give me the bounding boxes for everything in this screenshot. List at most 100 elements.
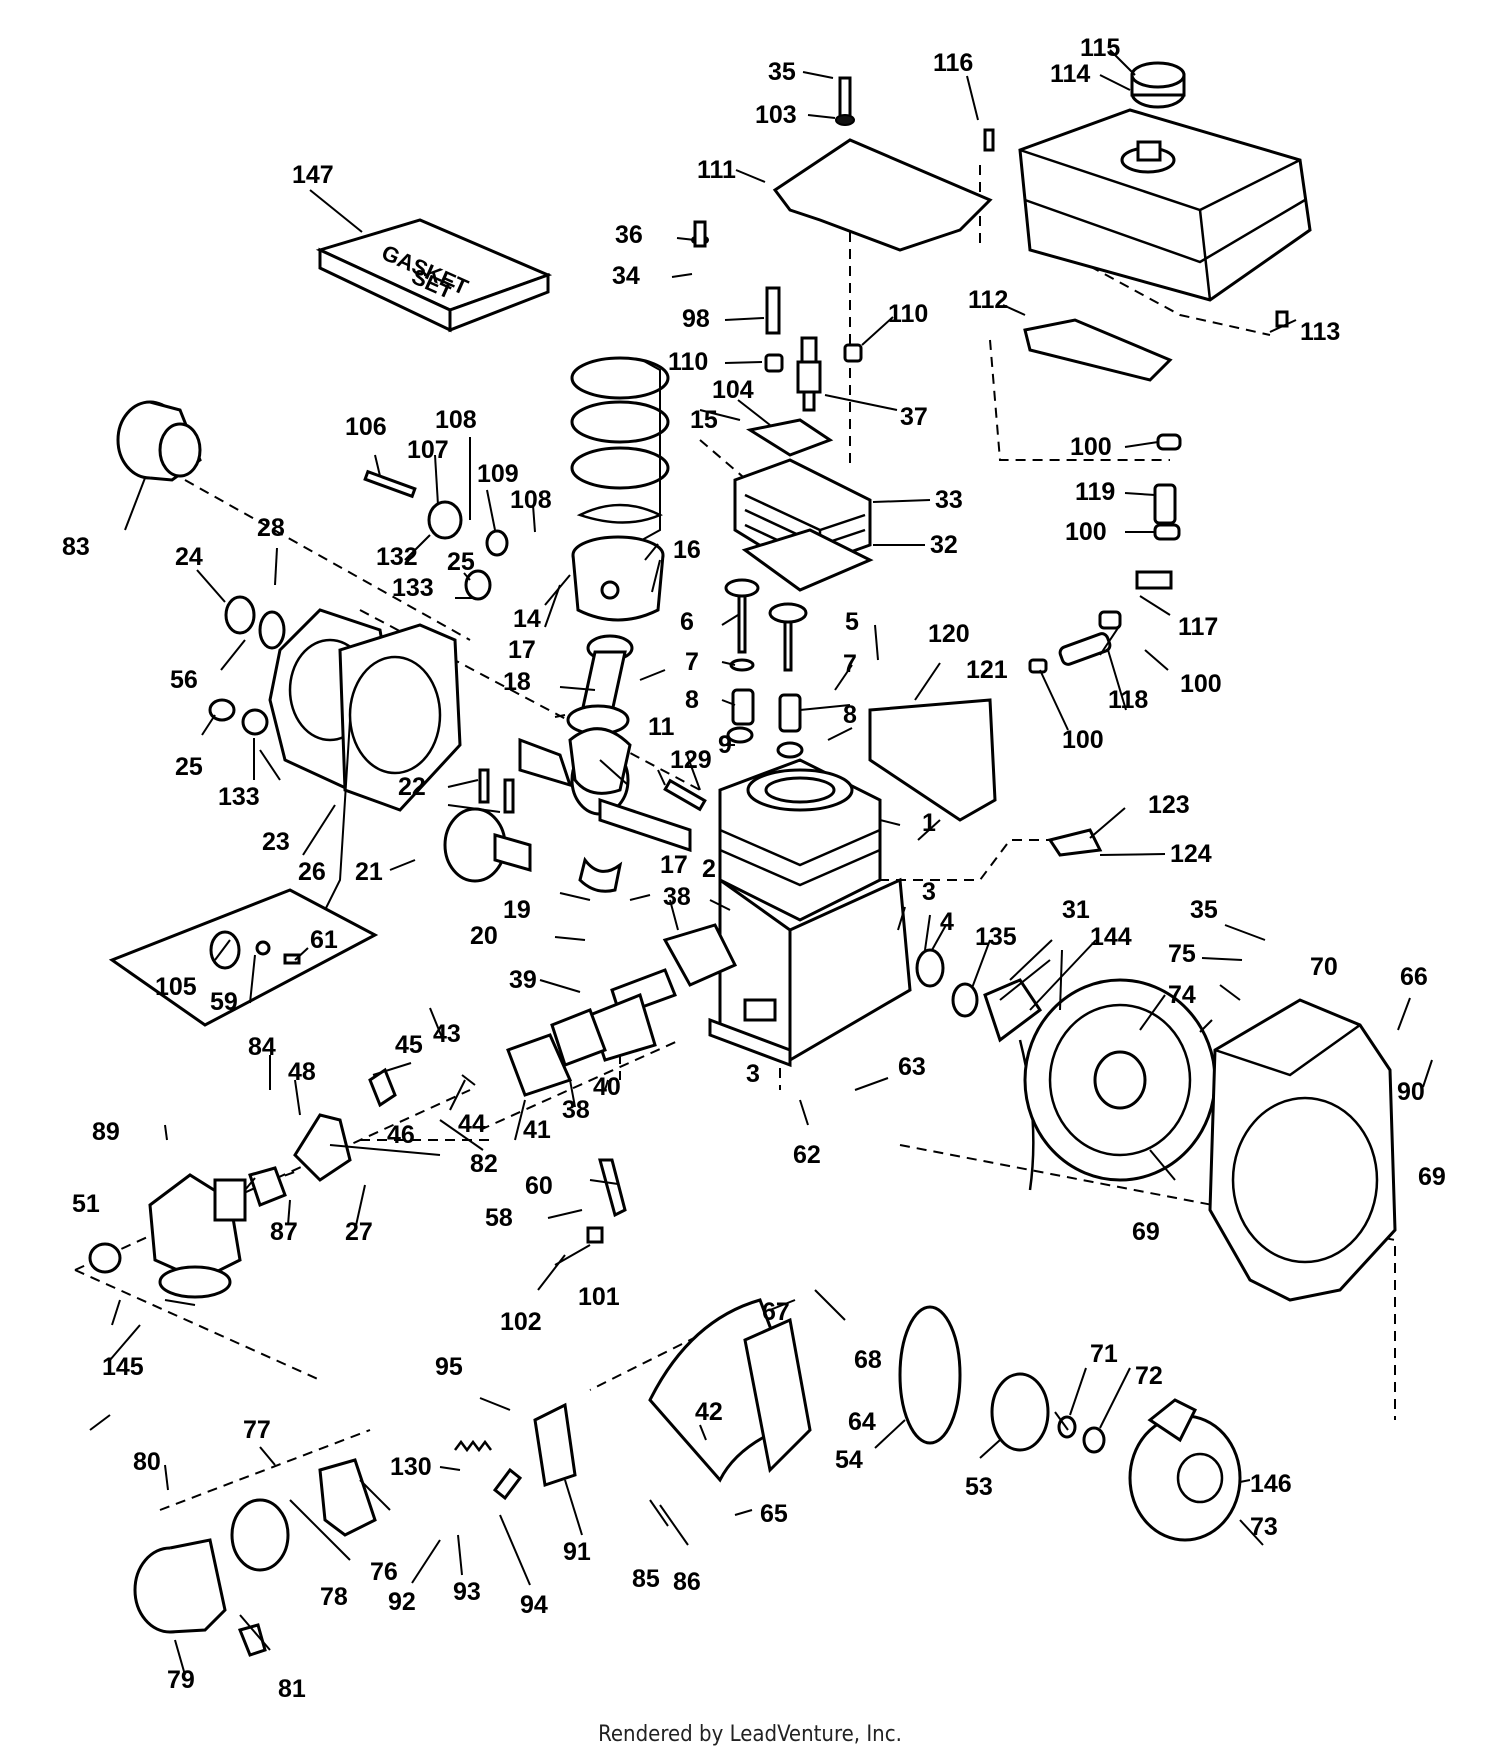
callout-130: 130 <box>390 1453 432 1481</box>
callout-8b: 8 <box>843 701 857 729</box>
lifter-a <box>478 768 490 804</box>
callout-145: 145 <box>102 1353 144 1381</box>
callout-70: 70 <box>1310 953 1338 981</box>
callout-101: 101 <box>578 1283 620 1311</box>
crankcase-cover <box>268 608 462 921</box>
callout-67: 67 <box>762 1298 790 1326</box>
callout-15: 15 <box>690 406 718 434</box>
callout-25a: 25 <box>175 753 203 781</box>
seal-56 <box>258 610 286 650</box>
plug-25 <box>208 698 236 722</box>
callout-27: 27 <box>345 1218 373 1246</box>
nut-72 <box>1082 1426 1106 1454</box>
gasket-38b <box>550 1008 607 1067</box>
clip-101 <box>586 1226 604 1244</box>
callout-7b: 7 <box>843 650 857 678</box>
callout-113: 113 <box>1300 318 1340 346</box>
callout-69a: 69 <box>1132 1218 1160 1246</box>
starter-cup <box>990 1372 1050 1452</box>
tank-strap <box>1023 318 1173 382</box>
callout-19: 19 <box>503 896 531 924</box>
air-cleaner-element <box>116 400 202 482</box>
callout-129: 129 <box>670 746 712 774</box>
callout-100c: 100 <box>1180 670 1222 698</box>
callout-23: 23 <box>262 828 290 856</box>
callout-93: 93 <box>453 1578 481 1606</box>
callout-117: 117 <box>1178 613 1218 641</box>
callout-18: 18 <box>503 668 531 696</box>
callout-107: 107 <box>407 436 449 464</box>
callout-11: 11 <box>648 713 675 741</box>
gasket-set-box: GASKET SET <box>315 218 553 333</box>
callout-116: 116 <box>933 49 973 77</box>
callout-56: 56 <box>170 666 198 694</box>
callout-77: 77 <box>243 1416 271 1444</box>
intake-elbow <box>293 1113 352 1182</box>
gasket-87 <box>248 1166 287 1207</box>
callout-36: 36 <box>615 221 643 249</box>
callout-8a: 8 <box>685 686 699 714</box>
cylinder-block <box>708 758 912 1068</box>
callout-17a: 17 <box>508 636 536 664</box>
callout-108a: 108 <box>435 406 477 434</box>
callout-100a: 100 <box>1070 433 1112 461</box>
callout-62: 62 <box>793 1141 821 1169</box>
callout-40: 40 <box>593 1073 621 1101</box>
tank-bracket <box>772 138 993 252</box>
spring-130 <box>454 1439 492 1453</box>
callout-98: 98 <box>682 305 710 333</box>
footer-credit: Rendered by LeadVenture, Inc. <box>598 1722 902 1747</box>
callout-84: 84 <box>248 1033 276 1061</box>
piston-rings <box>570 356 670 541</box>
shroud-67 <box>743 1317 812 1474</box>
callout-110a: 110 <box>668 348 708 376</box>
callout-115: 115 <box>1080 34 1120 62</box>
callout-118: 118 <box>1108 686 1148 714</box>
seal-135 <box>951 982 979 1018</box>
gear-25 <box>464 569 492 601</box>
callout-2: 2 <box>702 855 716 883</box>
callout-labels: 147 35 103 116 115 114 111 36 34 98 110 … <box>62 34 1446 1703</box>
callout-22: 22 <box>398 773 426 801</box>
callout-7a: 7 <box>685 648 699 676</box>
callout-38b: 38 <box>562 1096 590 1124</box>
washer-133 <box>241 708 269 736</box>
callout-64: 64 <box>848 1408 876 1436</box>
callout-73: 73 <box>1250 1513 1278 1541</box>
callout-43: 43 <box>433 1020 461 1048</box>
carburetor <box>88 1173 247 1299</box>
callout-103: 103 <box>755 101 797 129</box>
callout-74: 74 <box>1168 981 1196 1009</box>
lifter-b <box>503 778 515 814</box>
callout-65: 65 <box>760 1500 788 1528</box>
callout-95: 95 <box>435 1353 463 1381</box>
callout-112: 112 <box>968 286 1008 314</box>
key <box>663 778 707 812</box>
callout-132: 132 <box>376 543 418 571</box>
callout-80: 80 <box>133 1448 161 1476</box>
leader-lines <box>89 49 1433 1676</box>
callout-44: 44 <box>458 1110 486 1138</box>
callout-85: 85 <box>632 1565 660 1593</box>
part-drawings: GASKET SET <box>88 61 1397 1657</box>
valves <box>724 578 808 672</box>
camshaft <box>443 807 532 883</box>
callout-51: 51 <box>72 1190 100 1218</box>
callout-32: 32 <box>930 531 958 559</box>
callout-91: 91 <box>563 1538 591 1566</box>
callout-72: 72 <box>1135 1362 1163 1390</box>
callout-102: 102 <box>500 1308 542 1336</box>
connecting-rod <box>566 634 634 893</box>
rotating-screen <box>898 1305 962 1445</box>
fuel-cap <box>1130 61 1186 109</box>
callout-144: 144 <box>1090 923 1132 951</box>
callout-35: 35 <box>768 58 796 86</box>
callout-21: 21 <box>355 858 383 886</box>
crankshaft <box>518 727 692 853</box>
callout-124: 124 <box>1170 840 1212 868</box>
spark-plug <box>796 336 822 412</box>
callout-100b: 100 <box>1065 518 1107 546</box>
callout-87: 87 <box>270 1218 298 1246</box>
callout-17b: 17 <box>660 851 688 879</box>
